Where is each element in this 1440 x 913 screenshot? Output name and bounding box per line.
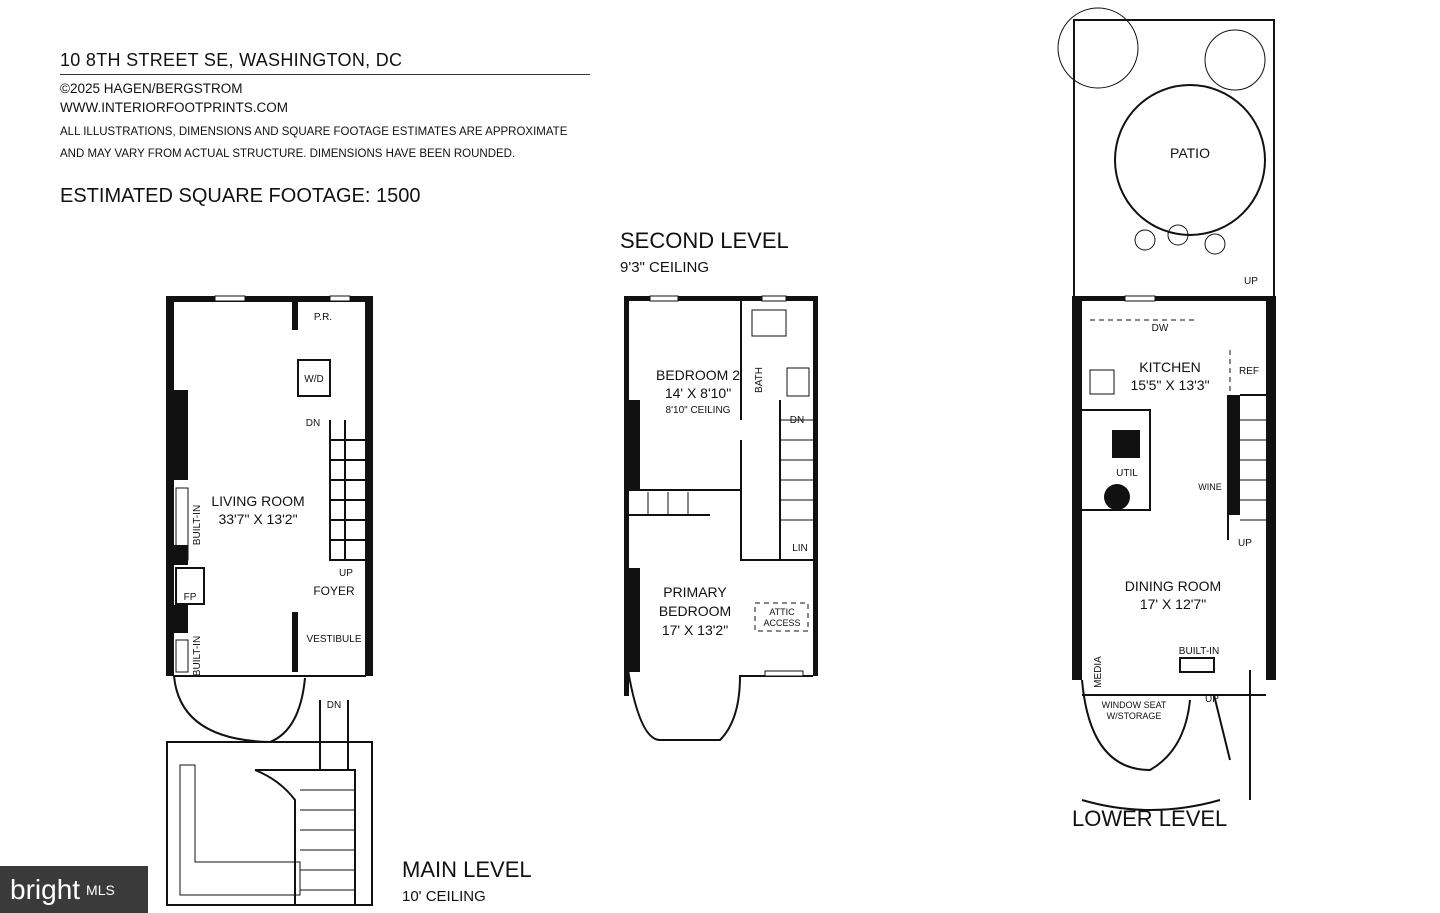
window-seat-label: WINDOW SEAT [1102,700,1167,710]
copyright: ©2025 HAGEN/BERGSTROM [60,81,243,96]
stairs-down-label: DN [790,415,804,426]
attic-access-label: ACCESS [763,618,800,628]
washer-dryer-label: W/D [304,374,323,385]
primary-bedroom-dimensions: 17' X 13'2" [662,622,728,638]
bedroom-2-label: BEDROOM 2 [656,367,740,383]
primary-bedroom-label: PRIMARY [663,584,727,600]
property-address: 10 8TH STREET SE, WASHINGTON, DC [60,50,590,75]
built-in-label: BUILT-IN [192,505,203,545]
second-level-ceiling: 9'3" CEILING [620,259,709,276]
fireplace-label: FP [184,592,197,603]
logo-brand: bright [10,873,81,905]
built-in-label: BUILT-IN [192,636,203,676]
disclaimer: ALL ILLUSTRATIONS, DIMENSIONS AND SQUARE… [60,121,590,165]
linen-closet-label: LIN [792,543,808,554]
disclaimer-line: ALL ILLUSTRATIONS, DIMENSIONS AND SQUARE… [60,126,568,138]
media-label: MEDIA [1093,656,1104,688]
disclaimer-line: AND MAY VARY FROM ACTUAL STRUCTURE. DIME… [60,148,516,160]
main-level-plan: LIVING ROOM 33'7" X 13'2" P.R. W/D DN UP… [166,295,532,906]
bedroom-2-dimensions: 14' X 8'10" [665,385,731,401]
bath-label: BATH [754,367,765,393]
plan-header: 10 8TH STREET SE, WASHINGTON, DC ©2025 H… [60,50,590,208]
dining-room-dimensions: 17' X 12'7" [1140,596,1206,612]
main-level-title: MAIN LEVEL [402,857,532,882]
bedroom-2-ceiling: 8'10" CEILING [666,405,731,416]
patio-label: PATIO [1170,145,1210,161]
lower-level-plan: PATIO UP KITCHEN 15'5" X 13'3" DW REF UT… [1057,7,1276,831]
powder-room-label: P.R. [314,312,332,323]
logo-suffix: MLS [86,881,115,898]
second-level-plan: SECOND LEVEL 9'3" CEILING BEDROOM 2 14' … [620,228,818,741]
stairs-down-label: DN [306,418,320,429]
refrigerator-label: REF [1239,366,1259,377]
square-footage: ESTIMATED SQUARE FOOTAGE: 1500 [60,185,421,207]
website: WWW.INTERIORFOOTPRINTS.COM [60,100,288,115]
primary-bedroom-label: BEDROOM [659,603,731,619]
built-in-label: BUILT-IN [1179,646,1219,657]
kitchen-dimensions: 15'5" X 13'3" [1130,377,1209,393]
stairs-up-label: UP [1244,276,1258,287]
lower-level-title: LOWER LEVEL [1072,806,1227,831]
window-seat-label: W/STORAGE [1107,711,1162,721]
attic-access-label: ATTIC [769,607,795,617]
stairs-up-label: UP [1238,538,1252,549]
vestibule-label: VESTIBULE [306,634,361,645]
kitchen-label: KITCHEN [1139,359,1200,375]
dining-room-label: DINING ROOM [1125,578,1221,594]
main-level-ceiling: 10' CEILING [402,888,486,905]
bright-mls-logo: bright MLS [0,866,148,913]
second-level-title: SECOND LEVEL [620,228,789,253]
wine-label: WINE [1198,482,1222,492]
stairs-up-label: UP [339,568,353,579]
living-room-dimensions: 33'7" X 13'2" [218,511,297,527]
stairs-down-label: DN [327,700,341,711]
stairs-up-label: UP [1205,694,1219,705]
foyer-label: FOYER [313,584,355,598]
utility-label: UTIL [1116,468,1138,479]
living-room-label: LIVING ROOM [211,493,304,509]
dishwasher-label: DW [1152,323,1169,334]
